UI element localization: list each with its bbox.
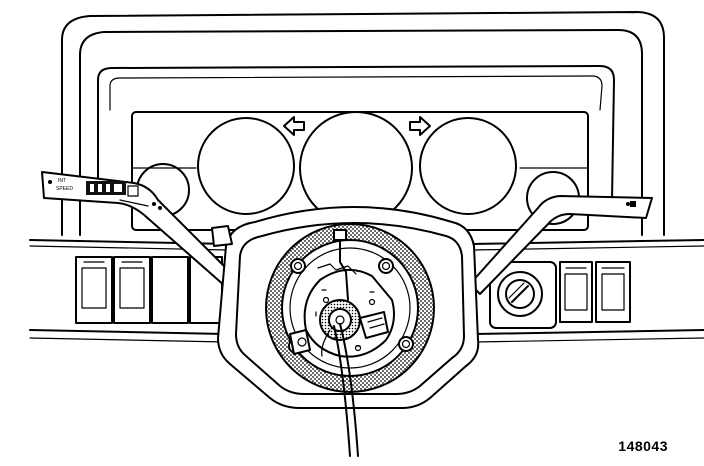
gauge-left bbox=[197, 117, 295, 215]
contact-spring bbox=[317, 263, 357, 275]
switch-1[interactable] bbox=[75, 256, 113, 324]
hub-plate-inner-ring bbox=[289, 247, 411, 369]
switch-5[interactable] bbox=[559, 261, 593, 323]
switch-3[interactable] bbox=[151, 256, 189, 324]
gauge-right bbox=[419, 117, 517, 215]
turn-right-arrow-icon bbox=[409, 116, 431, 136]
switch-2[interactable] bbox=[113, 256, 151, 324]
stalk-left-label-speed: SPEED bbox=[56, 186, 73, 192]
cluster-bezel-step bbox=[109, 75, 603, 111]
dash-rail-lower bbox=[29, 329, 704, 335]
stalk-left-label-int: INT bbox=[58, 178, 66, 184]
right-stalk bbox=[469, 195, 653, 295]
cluster-hood-outer bbox=[61, 11, 665, 236]
hub-bore-center bbox=[335, 315, 345, 325]
steering-shroud-inner bbox=[235, 222, 465, 395]
left-switch-bank bbox=[75, 256, 223, 324]
contact-arm-tab bbox=[333, 229, 347, 241]
shroud-bracket bbox=[211, 225, 233, 247]
ignition-lock-icon bbox=[489, 261, 557, 329]
contact-arm bbox=[339, 235, 349, 301]
hub-screws bbox=[315, 289, 375, 347]
wiring-harness bbox=[333, 325, 351, 457]
contact-clip bbox=[289, 329, 311, 355]
turn-left-arrow-icon bbox=[283, 116, 305, 136]
cluster-bezel bbox=[97, 65, 615, 201]
right-switch-bank bbox=[559, 261, 631, 323]
switch-6[interactable] bbox=[595, 261, 631, 323]
figure-id-label: 148043 bbox=[618, 438, 668, 454]
cluster-hood-inner bbox=[79, 29, 643, 236]
wiring-harness-top bbox=[321, 329, 331, 357]
dash-rail-lower-2 bbox=[29, 337, 704, 343]
